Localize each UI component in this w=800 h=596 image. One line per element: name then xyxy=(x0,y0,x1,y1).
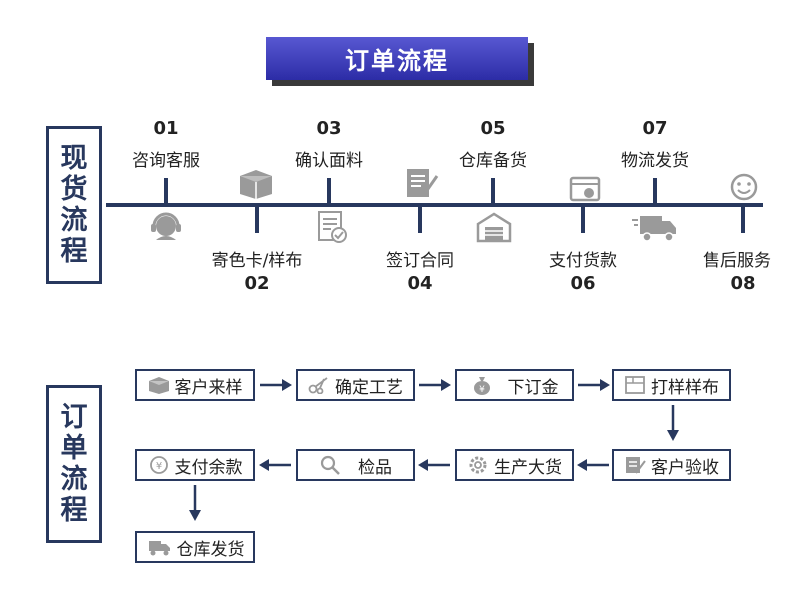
flow-step-label: 下订金 xyxy=(507,377,559,398)
step-04-label: 签订合同 xyxy=(386,251,454,271)
step-05-tick xyxy=(491,178,495,204)
arrow-left xyxy=(259,459,291,471)
fabric-layout-icon xyxy=(625,376,645,394)
flow-step-label: 确定工艺 xyxy=(335,377,403,398)
step-08-label: 售后服务 xyxy=(703,251,771,271)
step-01-label: 咨询客服 xyxy=(132,151,200,171)
flow-step-mass-production: 生产大货 xyxy=(455,449,574,481)
flow-step-inspection: 检品 xyxy=(296,449,415,481)
flow-step-pay-balance: ¥ 支付余款 xyxy=(135,449,255,481)
arrow-right xyxy=(578,379,610,391)
step-03-number: 03 xyxy=(316,118,342,139)
checklist-edit-icon xyxy=(626,457,646,474)
svg-text:¥: ¥ xyxy=(479,385,485,395)
step-08-number: 08 xyxy=(730,273,756,294)
step-04-number: 04 xyxy=(407,273,433,294)
scissors-icon xyxy=(308,377,328,394)
flow-step-label: 打样样布 xyxy=(651,377,719,398)
headset-icon xyxy=(151,212,181,240)
flow-step-label: 客户验收 xyxy=(651,457,719,478)
step-02-tick xyxy=(255,207,259,233)
flow-step-label: 仓库发货 xyxy=(176,539,245,560)
order-label-char: 订 xyxy=(60,401,88,433)
step-02-label: 寄色卡/样布 xyxy=(211,251,303,271)
package-box-icon xyxy=(240,170,272,199)
arrow-down xyxy=(189,485,201,521)
step-05-number: 05 xyxy=(480,118,506,139)
contract-edit-icon xyxy=(407,169,439,197)
flow-step-label: 生产大货 xyxy=(494,457,562,478)
order-label-char: 程 xyxy=(60,495,88,527)
yen-coin-icon: ¥ xyxy=(149,456,168,474)
flow-step-label: 客户来样 xyxy=(174,377,243,398)
flow-step-deposit: ¥ 下订金 xyxy=(455,369,574,401)
step-04-tick xyxy=(418,207,422,233)
flow-step-confirm-process: 确定工艺 xyxy=(296,369,415,401)
step-08-tick xyxy=(741,207,745,233)
order-label-char: 单 xyxy=(60,432,88,464)
arrow-left xyxy=(418,459,450,471)
arrow-down xyxy=(667,405,679,441)
step-01-number: 01 xyxy=(153,118,179,139)
smiley-face-icon xyxy=(730,173,758,201)
step-01-tick xyxy=(164,178,168,204)
arrow-right xyxy=(419,379,451,391)
page-title: 订单流程 xyxy=(266,37,528,80)
step-06-tick xyxy=(581,207,585,233)
flow-step-warehouse-shipping: 仓库发货 xyxy=(135,531,255,563)
timeline-line xyxy=(106,203,763,207)
step-07-tick xyxy=(653,178,657,204)
order-label-char: 流 xyxy=(60,464,88,495)
step-06-number: 06 xyxy=(570,273,596,294)
delivery-truck-icon xyxy=(148,541,170,556)
gear-icon xyxy=(469,456,487,474)
spot-label-char: 货 xyxy=(60,173,88,205)
flow-step-label: 支付余款 xyxy=(174,457,243,478)
payment-card-icon xyxy=(569,176,601,202)
step-07-number: 07 xyxy=(642,118,668,139)
step-06-label: 支付货款 xyxy=(549,251,617,271)
money-bag-icon: ¥ xyxy=(473,377,490,395)
spot-label-char: 流 xyxy=(60,205,88,236)
flow-step-customer-acceptance: 客户验收 xyxy=(612,449,731,481)
warehouse-icon xyxy=(476,212,512,243)
flow-step-customer-sample: 客户来样 xyxy=(135,369,255,401)
arrow-left xyxy=(577,459,609,471)
step-03-label: 确认面料 xyxy=(295,151,363,171)
arrow-right xyxy=(260,379,292,391)
step-05-label: 仓库备货 xyxy=(459,151,527,171)
step-07-label: 物流发货 xyxy=(621,151,689,171)
delivery-truck-icon xyxy=(632,216,676,242)
spot-label-char: 现 xyxy=(60,142,88,174)
svg-text:¥: ¥ xyxy=(155,461,161,472)
spot-process-label: 现 货 流 程 xyxy=(46,126,102,284)
package-box-icon xyxy=(148,377,169,394)
step-03-tick xyxy=(327,178,331,204)
order-process-label: 订 单 流 程 xyxy=(46,385,102,543)
step-02-number: 02 xyxy=(244,273,270,294)
magnifier-icon xyxy=(320,455,340,475)
flow-step-sample-fabric: 打样样布 xyxy=(612,369,731,401)
spot-label-char: 程 xyxy=(60,236,88,268)
checklist-icon xyxy=(318,211,347,243)
flow-step-label: 检品 xyxy=(358,457,392,478)
